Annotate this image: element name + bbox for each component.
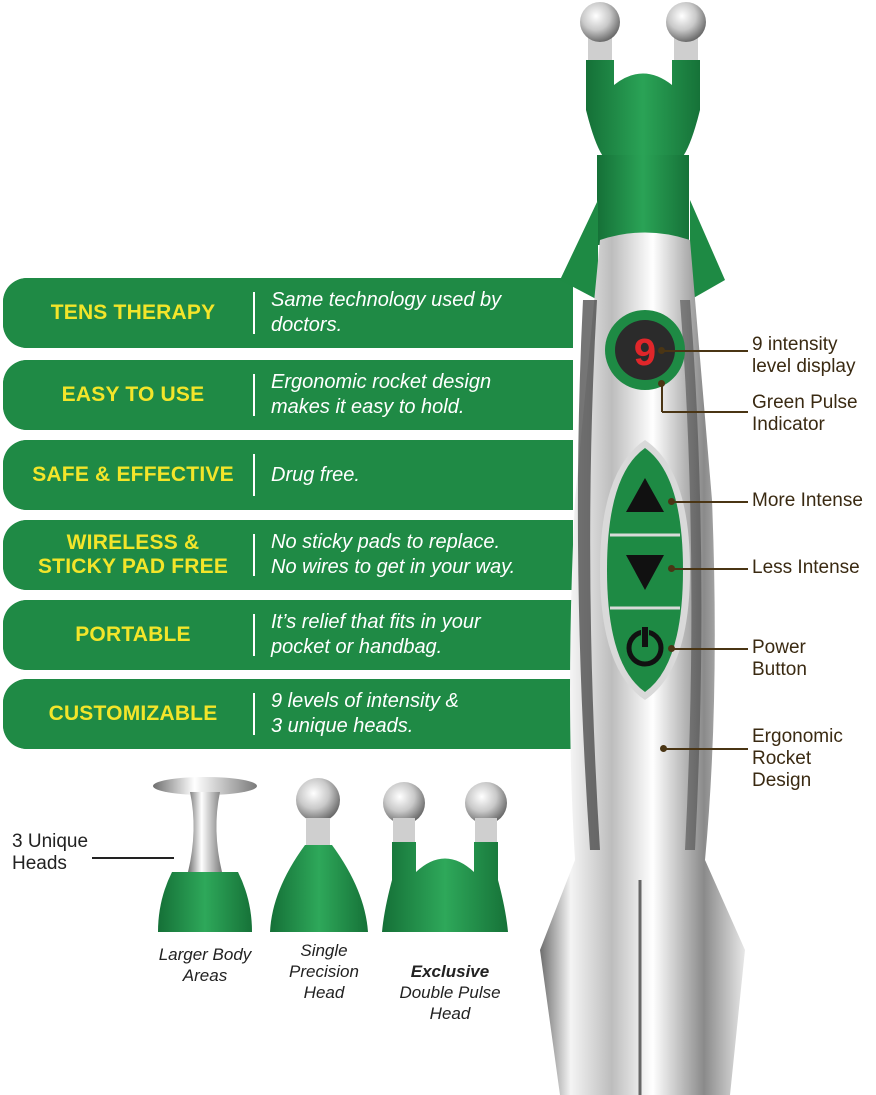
callout-line [662, 411, 748, 413]
feature-desc: No sticky pads to replace. No wires to g… [271, 531, 516, 578]
feature-desc: Ergonomic rocket design makes it easy to… [271, 371, 492, 418]
up-arrow-icon [626, 478, 664, 512]
feature-title: PORTABLE [75, 623, 191, 646]
ball-right [666, 2, 706, 42]
caption-exclusive: Exclusive [410, 962, 490, 981]
caption-double-text: Double Pulse Head [399, 983, 501, 1023]
single-head-base [270, 845, 368, 932]
callout-dot [658, 347, 665, 354]
collar [597, 155, 689, 245]
heads-line [92, 857, 174, 859]
ball-left [580, 2, 620, 42]
caption-large-head: Larger Body Areas [158, 945, 252, 985]
callout-dot [668, 498, 675, 505]
divider [253, 454, 255, 496]
display-screen [615, 320, 675, 380]
callout-pulse-indicator: Green Pulse Indicator [752, 392, 858, 435]
callout-line [662, 350, 748, 352]
callout-power-button: Power Button [752, 637, 807, 680]
callout-line [661, 384, 663, 412]
prong-base [586, 60, 700, 160]
callout-line [672, 568, 748, 570]
callout-dot [660, 745, 667, 752]
caption-single-head: Single Precision Head [289, 941, 359, 1002]
display-digit: 9 [633, 333, 657, 378]
feature-title: SAFE & EFFECTIVE [32, 463, 234, 486]
caption-double-head: Exclusive Double Pulse Head [390, 940, 510, 1045]
feature-desc: Drug free. [271, 463, 360, 486]
feature-title: WIRELESS & STICKY PAD FREE [37, 531, 229, 578]
large-head-disc [153, 777, 257, 795]
double-head-base [382, 842, 508, 932]
feature-customizable: CUSTOMIZABLE 9 levels of intensity & 3 u… [3, 679, 573, 749]
single-head-ball [296, 778, 340, 822]
callout-dot [668, 565, 675, 572]
divider [253, 534, 255, 576]
feature-desc: Same technology used by doctors. [271, 289, 502, 336]
feature-desc: 9 levels of intensity & 3 unique heads. [271, 690, 459, 737]
double-head-ball-left [383, 782, 425, 824]
divider [253, 374, 255, 416]
heads-illustration [153, 777, 508, 932]
callout-ergonomic: Ergonomic Rocket Design [752, 726, 843, 791]
double-head-ball-right [465, 782, 507, 824]
divider [253, 693, 255, 735]
divider [253, 614, 255, 656]
callout-more-intense: More Intense [752, 490, 863, 511]
fin-right [690, 200, 725, 300]
callout-less-intense: Less Intense [752, 557, 860, 578]
fin-left [560, 200, 598, 300]
device-illustration: 9 [540, 2, 745, 1095]
callout-line [672, 501, 748, 503]
feature-tens-therapy: TENS THERAPY Same technology used by doc… [3, 278, 573, 348]
callout-line [664, 748, 748, 750]
feature-safe-effective: SAFE & EFFECTIVE Drug free. [3, 440, 573, 510]
feature-wireless: WIRELESS & STICKY PAD FREE No sticky pad… [3, 520, 573, 590]
callout-line [672, 648, 748, 650]
feature-title: CUSTOMIZABLE [48, 702, 218, 725]
large-head-stem [188, 792, 222, 872]
down-arrow-icon [626, 555, 664, 590]
feature-title: TENS THERAPY [50, 301, 216, 324]
large-head-base [158, 872, 252, 932]
feature-title: EASY TO USE [61, 383, 205, 406]
callout-dot [668, 645, 675, 652]
callout-dot [658, 380, 665, 387]
feature-easy-to-use: EASY TO USE Ergonomic rocket design make… [3, 360, 573, 430]
feature-desc: It’s relief that fits in your pocket or … [271, 611, 481, 658]
divider [253, 292, 255, 334]
heads-label: 3 Unique Heads [12, 831, 89, 874]
feature-portable: PORTABLE It’s relief that fits in your p… [3, 600, 573, 670]
callout-intensity-display: 9 intensity level display [752, 334, 856, 377]
